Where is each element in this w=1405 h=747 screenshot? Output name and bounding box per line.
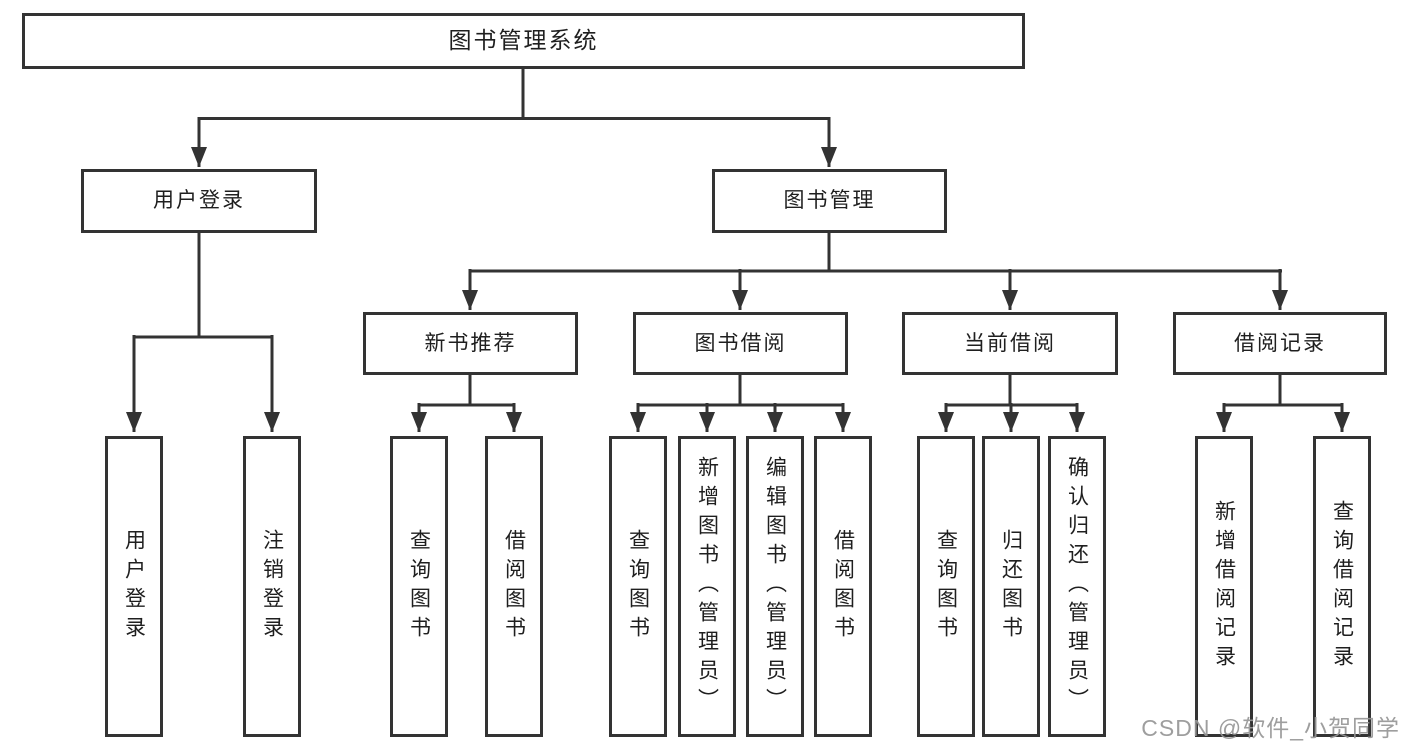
leaf-logout: 注销登录 [243, 436, 301, 737]
leaf-add-books-admin: 新增图书（管理员） [678, 436, 736, 737]
node-current-borrowing: 当前借阅 [902, 312, 1118, 375]
leaf-borrow-books-recommend: 借阅图书 [485, 436, 543, 737]
node-new-book-recommendation: 新书推荐 [363, 312, 578, 375]
leaf-confirm-return-admin: 确认归还（管理员） [1048, 436, 1106, 737]
node-book-management: 图书管理 [712, 169, 947, 233]
watermark: CSDN @软件_小贺同学 [1141, 715, 1400, 741]
leaf-return-books: 归还图书 [982, 436, 1040, 737]
node-book-borrowing: 图书借阅 [633, 312, 848, 375]
leaf-add-borrow-record: 新增借阅记录 [1195, 436, 1253, 737]
leaf-query-books-current: 查询图书 [917, 436, 975, 737]
node-borrowing-records: 借阅记录 [1173, 312, 1387, 375]
node-root: 图书管理系统 [22, 13, 1025, 69]
leaf-query-books-borrow: 查询图书 [609, 436, 667, 737]
leaf-query-borrow-record: 查询借阅记录 [1313, 436, 1371, 737]
leaf-edit-books-admin: 编辑图书（管理员） [746, 436, 804, 737]
leaf-query-books-recommend: 查询图书 [390, 436, 448, 737]
leaf-user-login: 用户登录 [105, 436, 163, 737]
node-user-login: 用户登录 [81, 169, 317, 233]
leaf-borrow-books-borrow: 借阅图书 [814, 436, 872, 737]
